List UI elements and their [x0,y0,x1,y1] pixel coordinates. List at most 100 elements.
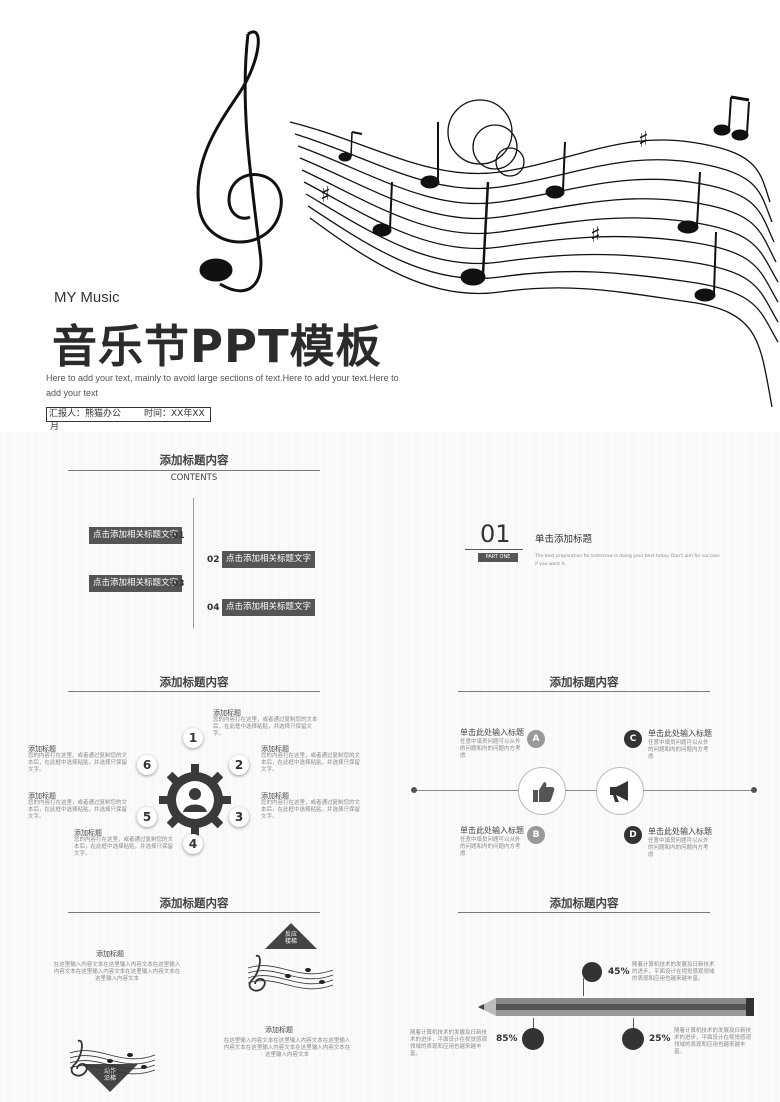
pencil-text-3: 随着计算机技术的发展及日新技术的进步，平面设计在视觉感观领域的表现和应用也越来越… [674,1028,752,1055]
tag-top-text: 反应楼梯 [279,931,303,945]
step-1[interactable]: 1 [183,728,203,748]
axis-dot-right [751,787,757,793]
megaphone-icon [610,781,628,802]
hero-section: ♯ ♯ ♯ MY Music 音乐节PPT模板 Here to add your… [0,0,780,432]
slide-contents[interactable]: 添加标题内容 CONTENTS 点击添加相关标题文字 01 02 点击添加相关标… [0,432,390,655]
divider [193,498,194,628]
step-4[interactable]: 4 [183,834,203,854]
gear-item-title-4: 添加标题 [74,829,102,837]
music-notes-illustration: ♯ ♯ ♯ [196,30,779,408]
compare-title-a: 单击此处输入标题 [460,728,524,737]
slide-pencil[interactable]: 添加标题内容 45% 随着计算机技术的发展及日新技术的进步，平面设计在视觉感观领… [390,878,780,1102]
pct-top: 45% [608,967,630,977]
gear-item-title-1: 添加标题 [213,709,241,717]
gear-item-title-5: 添加标题 [28,792,56,800]
step-5[interactable]: 5 [137,807,157,827]
compare-title-d: 单击此处输入标题 [648,827,712,836]
title-underline [68,691,320,692]
gear-item-title-2: 添加标题 [261,745,289,753]
gear-item-text-1: 您的内容打在这里，或者通过复制您的文本后，在此框中选择粘贴，并选择只保留文字。 [213,717,318,737]
step-6[interactable]: 6 [137,755,157,775]
pencil-text-2: 随着计算机技术的发展及日新技术的进步，平面设计在视觉感观领域的表现和应用也越来越… [410,1030,488,1057]
gear-item-text-2: 您的内容打在这里，或者通过复制您的文本后，在此框中选择粘贴，并选择只保留文字。 [261,753,361,773]
flow-text-1: 在这里输入内容文本在这里输入内容文本在这里输入内容文本在这里输入内容文本在这里输… [53,962,181,982]
compare-text-d: 任意中填员问题可以从外的问题和内的问题内方考虑 [648,838,709,858]
axis-dot-left [411,787,417,793]
title-underline [68,912,320,913]
slide-title: 添加标题内容 [159,896,229,910]
gear-item-text-3: 您的内容打在这里，或者通过复制您的文本后，在此框中选择粘贴，并选择只保留文字。 [261,800,361,820]
contents-item-04[interactable]: 点击添加相关标题文字 [222,599,316,616]
pencil-bar [478,998,754,1016]
megaphone-circle [596,767,644,815]
slide-part-one[interactable]: 01 PART ONE 单击添加标题 The best preparation … [390,432,780,655]
gear-item-title-6: 添加标题 [28,745,56,753]
music-staff-icon-right [247,954,334,992]
gear-item-text-6: 您的内容打在这里，或者通过复制您的文本后，在此框中选择粘贴，并选择只保留文字。 [28,753,128,773]
time-text: 时间：XX年XX [144,409,205,419]
pct-left: 85% [496,1034,518,1044]
contents-item-01[interactable]: 点击添加相关标题文字 [89,527,183,544]
triangle-down-tag [82,1064,138,1092]
tag-bottom-line-2: 沿梯 [103,1075,116,1082]
pin-line-3 [633,1018,634,1030]
slide-title: 添加标题内容 [159,675,229,689]
svg-text:♯: ♯ [638,128,649,153]
badge-d: D [624,826,642,844]
contents-num-03: 03 [172,579,185,589]
part-tag: PART ONE [478,553,518,562]
part-desc: The best preparation for tomorrow is doi… [535,554,720,567]
badge-a: A [527,730,545,748]
title-underline [458,691,710,692]
title-underline [68,470,320,471]
step-2[interactable]: 2 [229,755,249,775]
axis-line [414,790,754,791]
chart-icon [522,1028,544,1050]
svg-text:♯: ♯ [590,223,601,248]
slide-title: 添加标题内容 [549,896,619,910]
gear-item-text-5: 您的内容打在这里，或者通过复制您的文本后，在此框中选择粘贴，并选择只保留文字。 [28,800,128,820]
brand-label: MY Music [54,289,120,306]
part-line [465,549,523,550]
subtitle-text: Here to add your text, mainly to avoid l… [46,373,399,398]
compare-text-c: 任意中填员问题可以从外的问题和内的问题内方考虑 [648,740,709,760]
contents-num-01: 01 [172,531,185,541]
title-underline [458,912,710,913]
slide-gear[interactable]: 添加标题内容 1 2 3 4 5 6 添加标题 您的内容打在这里，或者通过复制您… [0,655,390,878]
pencil-text-1: 随着计算机技术的发展及日新技术的进步，平面设计在视觉感观领域的表现和应用也越来越… [632,962,715,982]
thumbs-up-icon [533,782,555,802]
tag-bottom-text: 动作沿梯 [98,1068,122,1082]
thumbs-up-circle [518,767,566,815]
person-icon [582,962,602,982]
gear-item-title-3: 添加标题 [261,792,289,800]
music-staff-icon-left [69,1039,156,1077]
svg-text:♯: ♯ [320,183,331,208]
handshake-icon [622,1028,644,1050]
time-wrap-text: 月 [50,422,60,432]
reporter-text: 汇报人：熊猫办公 [49,409,122,419]
slide-flow[interactable]: 添加标题内容 反应楼梯 动作沿梯 添加标题 在这里输入内容文本在这里输入内容文本… [0,878,390,1102]
flow-title-2: 添加标题 [265,1026,293,1034]
badge-b: B [527,826,545,844]
meta-box: 汇报人：熊猫办公 时间：XX年XX 月 [46,407,211,432]
slides-grid: 添加标题内容 CONTENTS 点击添加相关标题文字 01 02 点击添加相关标… [0,432,780,1102]
pin-line-2 [533,1018,534,1030]
compare-title-c: 单击此处输入标题 [648,729,712,738]
step-3[interactable]: 3 [229,807,249,827]
contents-item-03[interactable]: 点击添加相关标题文字 [89,575,183,592]
pct-right: 25% [649,1034,671,1044]
slide-title: 添加标题内容 [159,453,229,467]
gear-icon [159,764,231,836]
part-number: 01 [480,520,511,548]
tag-bottom-line-1: 动作 [103,1068,116,1075]
gear-item-text-4: 您的内容打在这里，或者通过复制您的文本后，在此框中选择粘贴，并选择只保留文字。 [74,837,174,857]
tag-top-line-2: 楼梯 [284,938,297,945]
page-title: 音乐节PPT模板 [52,320,382,373]
slide-compare[interactable]: 添加标题内容 A B C D 单击此处输入标题 任意中填员问题可以从外的问题和内… [390,655,780,878]
contents-num-02: 02 [207,555,220,565]
compare-text-b: 任意中填员问题可以从外的问题和内的问题内方考虑 [460,837,521,857]
pin-line-1 [583,978,584,996]
compare-text-a: 任意中填员问题可以从外的问题和内的问题内方考虑 [460,739,521,759]
contents-item-02[interactable]: 点击添加相关标题文字 [222,551,316,568]
slide-title: 添加标题内容 [549,675,619,689]
